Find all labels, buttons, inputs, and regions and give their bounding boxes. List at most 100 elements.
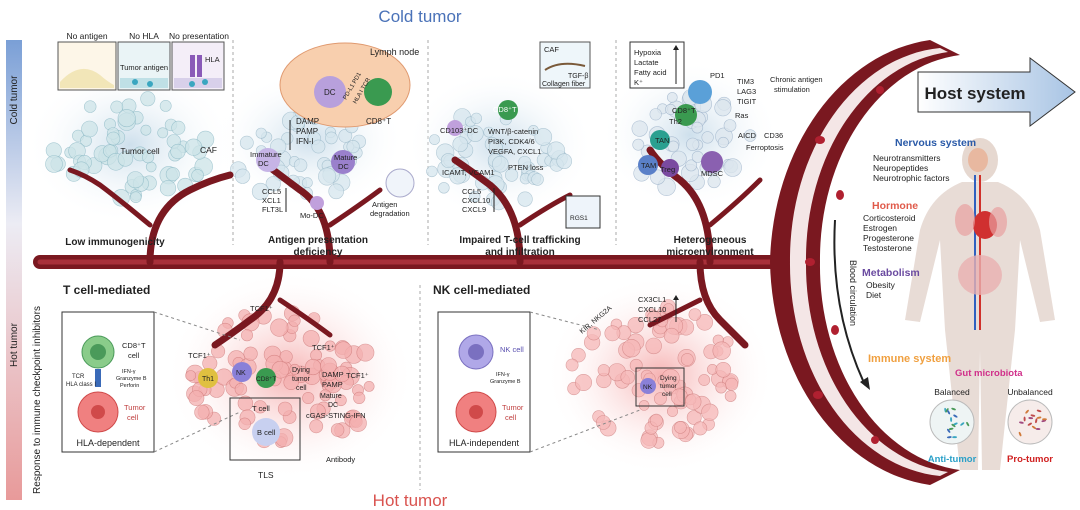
tumor-cell [426,165,438,178]
tumor-cell [724,390,737,402]
pten-label: PTEN loss [508,163,544,172]
microbe [1030,414,1036,417]
hla-label: HLA [205,55,220,64]
nk-label: NK [236,370,246,377]
panel-nk-cell-mediated: NK cell-mediated NK cell IFN-γ Granzyme … [433,283,685,453]
th2-label: Th2 [669,117,682,126]
immune-system-title: Immune system [868,353,951,365]
tls-label: TLS [258,470,274,480]
nk-cell-label: NK cell [500,345,524,354]
effector-label: IFN-γ [496,372,510,378]
treg-cell [661,159,679,177]
tumor-cell [126,171,144,189]
tumor-cell [438,182,450,194]
tumor-cell [238,417,251,430]
tumor-cell [622,339,641,358]
tumor-cell [334,341,353,359]
tumor-cell [191,169,204,182]
tim3-label: TIM3 [737,77,754,86]
heterogeneous-label: microenvironment [666,247,754,258]
tumor-cell [604,325,621,342]
mdsc-cell [701,151,723,173]
mature-dc-label: Mature [320,393,342,400]
tumor-cell [491,155,509,173]
tumor-cell [627,317,644,334]
metabolism-block: Metabolism Obesity Diet [862,267,920,300]
blood-circulation-label: Blood circulation [848,260,858,326]
cd8t-label: CD8⁺T [256,376,276,383]
tumor-cell [117,151,134,167]
tumor-cell [239,135,254,150]
flt3l-label: FLT3L [262,205,283,214]
cd36-label: CD36 [764,131,783,140]
tumor-antigen-label: Tumor antigen [120,63,168,72]
tumor-cell [234,383,248,396]
tumor-cell [654,392,667,406]
trafficking-label: and infiltration [485,247,554,258]
nervous-item: Neurotrophic factors [873,173,950,183]
tcf1-label: TCF1⁺ [312,343,335,352]
microbe [951,407,956,411]
cxcl9-label: CXCL9 [462,205,486,214]
dc-label: DC [324,88,336,97]
tumor-cell [170,143,186,160]
nk-cell [640,378,656,394]
no-hla-membrane [120,78,168,88]
tumor-cell [714,99,732,117]
tam-cell [638,155,658,175]
tumor-cell [620,370,635,385]
hla-molecule-icon [190,55,195,77]
tumor-cell-label: Tumor cell [120,146,159,156]
unbalanced-microbiota-dish [1007,399,1053,445]
tumor-cell [309,403,326,420]
rgs1-label: RGS1 [570,215,588,222]
microbe [1019,421,1024,424]
tumor-cell [346,140,360,154]
tumor-cell [429,134,440,145]
tumor-cell [277,401,293,417]
tumor-cell-label: cell [127,413,139,422]
tumor-cell [707,175,721,189]
cd8t-cell [256,368,276,388]
wnt-label: WNT/β-catenin [488,127,538,136]
tumor-cell [159,100,172,112]
cd103-dc [447,120,463,136]
tumor-cell [686,137,700,151]
dying-cell-inset [635,367,685,407]
microbe [952,436,957,439]
tcf1-label: TCF1⁺ [250,304,273,313]
microbe [1027,422,1032,426]
microbe [1035,427,1041,431]
mature-dc-label: Mature [334,153,357,162]
tumor-cell [698,374,711,386]
tumor-cell [674,421,687,434]
metabolism-title: Metabolism [862,267,920,279]
human-body-figure [905,138,1055,470]
ifn-label: IFN-I [296,137,314,146]
tumor-cell [684,393,702,410]
tumor-cell [667,140,680,153]
hormone-block: Hormone Corticosteroid Estrogen Progeste… [863,200,918,253]
dc-in-lymph-node [314,76,346,108]
metabolism-item: Obesity [866,280,896,290]
gut-microbiota-title: Gut microbiota [955,368,1023,379]
heterogeneous-label: Heterogeneous [674,235,747,246]
dying-cell-label: cell [662,391,672,398]
tumor-cell [288,314,301,327]
mature-dc-label: DC [338,162,349,171]
exhausted-t-cell [688,80,712,104]
tumor-cell [632,138,645,151]
tumor-cell [717,136,729,148]
tumor-cell [649,413,663,427]
tumor-cell [505,168,519,182]
tumor-cell [157,127,169,139]
tcf1-label: TCF1⁺ [346,371,369,380]
ccl27-label: CCL27 [638,315,661,324]
tumor-cell [723,158,742,177]
tan-label: TAN [655,136,669,145]
nk-cell-mediated-title: NK cell-mediated [433,283,530,297]
no-presentation-label: No presentation [169,31,229,41]
dying-cell-label: cell [296,385,307,392]
caf-label: CAF [200,145,217,155]
